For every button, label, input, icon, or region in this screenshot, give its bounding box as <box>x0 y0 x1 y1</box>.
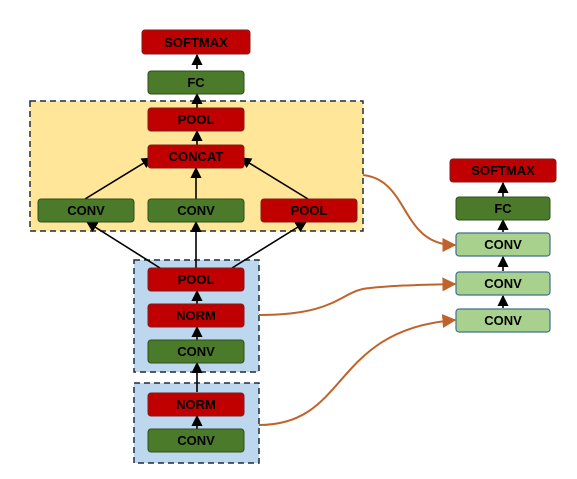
block-pool-stage2: POOL <box>147 267 245 292</box>
block-conv-stage1-label: CONV <box>177 433 215 448</box>
connector-stage2-to-side-conv-mid <box>258 277 457 316</box>
block-pool-top: POOL <box>147 107 245 132</box>
connector-inception-to-side-conv-top <box>362 174 457 252</box>
block-norm-stage1-label: NORM <box>176 397 216 412</box>
block-pool-right-label: POOL <box>291 203 328 218</box>
arrow-conv-left-to-concat <box>84 157 153 200</box>
block-concat-label: CONCAT <box>169 149 224 164</box>
block-fc-label: FC <box>187 75 205 90</box>
block-conv-mid: CONV <box>147 198 245 223</box>
block-fc: FC <box>147 70 245 95</box>
connector-stage1-to-side-conv-bottom <box>258 314 457 426</box>
arrows <box>84 53 509 429</box>
block-norm-stage2-label: NORM <box>176 308 216 323</box>
side-block-softmax-label: SOFTMAX <box>471 163 535 178</box>
block-conv-stage2: CONV <box>147 339 245 364</box>
block-conv-left: CONV <box>37 198 135 223</box>
block-norm-stage1: NORM <box>147 392 245 417</box>
block-conv-left-label: CONV <box>67 203 105 218</box>
side-block-fc: FC <box>455 196 551 221</box>
block-conv-mid-label: CONV <box>177 203 215 218</box>
arrow-pool2-to-pool-right <box>231 221 307 269</box>
side-block-conv-bottom: CONV <box>455 308 551 333</box>
block-concat: CONCAT <box>147 144 245 169</box>
side-block-conv-mid-label: CONV <box>484 276 522 291</box>
block-pool-right: POOL <box>260 198 358 223</box>
block-norm-stage2: NORM <box>147 303 245 328</box>
block-pool-top-label: POOL <box>178 112 215 127</box>
block-conv-stage1: CONV <box>147 428 245 453</box>
block-softmax-label: SOFTMAX <box>164 35 228 50</box>
block-conv-stage2-label: CONV <box>177 344 215 359</box>
side-block-conv-top: CONV <box>455 232 551 257</box>
side-block-conv-bottom-label: CONV <box>484 313 522 328</box>
block-softmax: SOFTMAX <box>141 29 251 55</box>
side-block-fc-label: FC <box>494 201 512 216</box>
arrow-pool2-to-conv-left <box>86 221 161 269</box>
side-block-conv-mid: CONV <box>455 271 551 296</box>
arrow-pool-right-to-concat <box>240 157 309 200</box>
side-block-softmax: SOFTMAX <box>449 158 557 183</box>
side-block-conv-top-label: CONV <box>484 237 522 252</box>
block-pool-stage2-label: POOL <box>178 272 215 287</box>
transfer-connectors <box>258 174 457 426</box>
